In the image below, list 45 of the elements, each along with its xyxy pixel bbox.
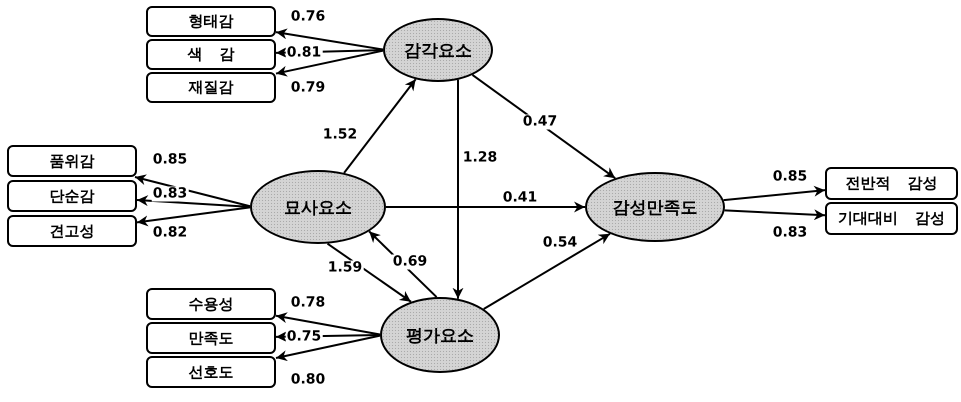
node-label: 선호도 — [188, 362, 234, 382]
node-label: 수용성 — [188, 294, 234, 314]
path-coefficient: 0.47 — [522, 114, 558, 130]
path-arrow — [483, 232, 610, 310]
path-coefficient: 0.75 — [286, 330, 322, 344]
node-label: 기대대비 감성 — [838, 209, 946, 228]
path-coefficient: 0.69 — [392, 254, 428, 270]
node-label: 평가요소 — [406, 324, 474, 346]
indicator-box — [146, 72, 276, 103]
indicator-box — [146, 6, 276, 37]
indicator-box — [146, 322, 276, 354]
node-label: 견고성 — [50, 222, 94, 240]
indicator-box — [825, 202, 958, 235]
path-arrow — [724, 209, 826, 220]
path-coefficient: 0.83 — [152, 186, 188, 202]
node-label: 품위감 — [50, 152, 94, 170]
path-arrow — [472, 74, 616, 180]
node-label: 색 감 — [187, 45, 235, 64]
indicator-box — [146, 39, 276, 70]
path-arrow — [276, 312, 380, 336]
node-label: 재질감 — [188, 78, 234, 97]
node-label: 단순감 — [50, 186, 94, 206]
path-arrow — [136, 206, 250, 226]
indicator-box — [7, 215, 137, 247]
node-label: 전반적 감성 — [845, 174, 938, 193]
path-arrow — [386, 202, 585, 212]
node-label: 감각요소 — [404, 40, 472, 62]
path-arrow — [276, 28, 384, 50]
path-arrow — [326, 242, 412, 303]
indicator-box — [146, 356, 276, 388]
indicator-box — [146, 288, 276, 320]
path-arrow — [724, 186, 826, 202]
node-label: 감성만족도 — [612, 196, 698, 218]
indicator-box — [7, 145, 137, 177]
node-label: 형태감 — [188, 12, 234, 31]
path-coefficient: 0.81 — [286, 46, 322, 60]
path-arrow — [276, 334, 380, 362]
indicator-box — [825, 167, 958, 200]
path-arrow — [276, 50, 384, 77]
path-arrow — [452, 80, 464, 299]
node-label: 만족도 — [188, 328, 234, 348]
path-arrow — [134, 174, 250, 208]
indicator-box — [7, 180, 137, 212]
path-arrow — [136, 195, 250, 208]
node-label: 묘사요소 — [284, 196, 352, 218]
